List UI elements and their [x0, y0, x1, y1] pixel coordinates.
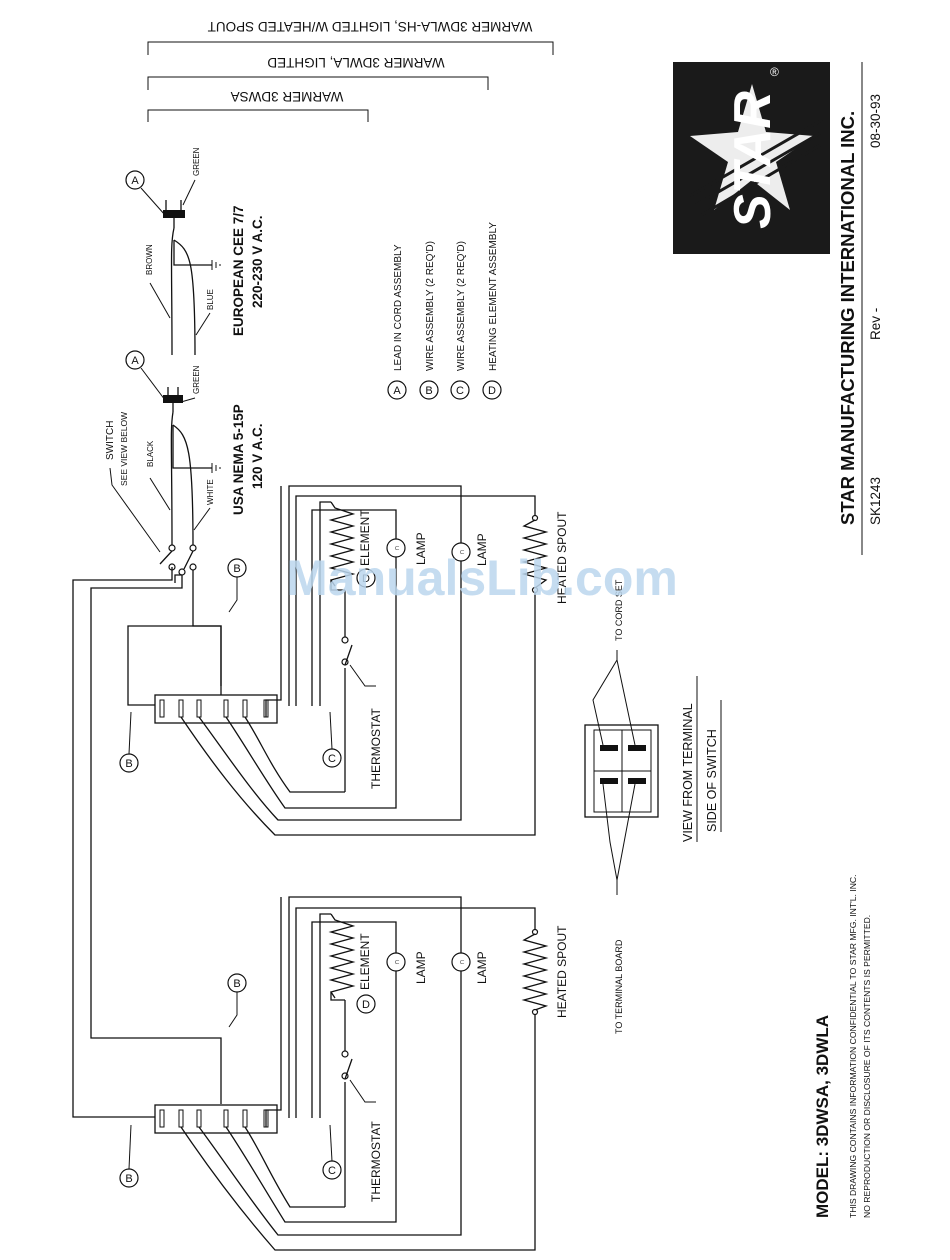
callout-d: D: [362, 999, 370, 1011]
switch-label: SWITCH: [105, 421, 116, 460]
label-element: ELEMENT: [358, 509, 372, 566]
wire-label-white: WHITE: [206, 479, 215, 505]
legend-item-a: A LEAD IN CORD ASSEMBLY: [387, 244, 407, 400]
company-name: STAR MANUFACTURING INTERNATIONAL INC.: [837, 111, 858, 525]
label-lamp: LAMP: [414, 951, 428, 984]
european-cord: A BROWN BLUE GREEN EUROPEAN CEE 7/7 220-…: [125, 147, 265, 356]
wire-label-brown: BROWN: [145, 244, 154, 275]
callout-b: B: [125, 758, 132, 770]
terminal-block-upper: [154, 694, 278, 724]
model-headers: WARMER 3DWLA-HS, LIGHTED W/HEATED SPOUT …: [147, 19, 554, 122]
revision: Rev -: [868, 308, 883, 340]
legend-text: WIRE ASSEMBLY (2 REQ'D): [456, 241, 467, 371]
label-lamp: LAMP: [414, 532, 428, 565]
side-of-switch: SIDE OF SWITCH: [705, 729, 719, 832]
model-title: MODEL: 3DWSA, 3DWLA: [813, 1015, 832, 1218]
usa-voltage: 120 V A.C.: [250, 423, 265, 489]
wire-label-black: BLACK: [146, 440, 155, 467]
star-logo: STAR ®: [673, 62, 830, 254]
legend-text: WIRE ASSEMBLY (2 REQ'D): [425, 241, 436, 371]
euro-title: EUROPEAN CEE 7/7: [231, 205, 246, 336]
label-element: ELEMENT: [358, 933, 372, 990]
legend-item-b: B WIRE ASSEMBLY (2 REQ'D): [419, 241, 439, 400]
svg-text:∩: ∩: [392, 545, 401, 551]
watermark: ManualsLib.com: [286, 550, 678, 606]
legend-letter: A: [393, 385, 401, 397]
wire-label-green: GREEN: [192, 147, 201, 176]
wire-label-green: GREEN: [192, 365, 201, 394]
legend-item-c: C WIRE ASSEMBLY (2 REQ'D): [450, 241, 470, 400]
label-thermostat: THERMOSTAT: [369, 707, 383, 789]
legend-text: LEAD IN CORD ASSEMBLY: [393, 244, 404, 371]
header-3dwsa: WARMER 3DWSA: [231, 89, 344, 104]
confidential-line-1: THIS DRAWING CONTAINS INFORMATION CONFID…: [848, 875, 858, 1219]
star-icon: [690, 84, 814, 210]
header-lighted-heated-spout: WARMER 3DWLA-HS, LIGHTED W/HEATED SPOUT: [208, 19, 533, 34]
label-lamp: LAMP: [475, 951, 489, 984]
logo-text: STAR: [724, 91, 782, 229]
svg-text:∩: ∩: [457, 959, 466, 965]
legend: A LEAD IN CORD ASSEMBLY B WIRE ASSEMBLY …: [387, 222, 502, 400]
confidential-line-2: NO REPRODUCTION OR DISCLOSURE OF ITS CON…: [862, 915, 872, 1218]
wire-label-blue: BLUE: [206, 289, 215, 310]
label-heated-spout: HEATED SPOUT: [555, 925, 569, 1018]
legend-text: HEATING ELEMENT ASSEMBLY: [488, 222, 499, 371]
svg-text:∩: ∩: [392, 959, 401, 965]
header-lighted: WARMER 3DWLA, LIGHTED: [267, 55, 445, 70]
callout-c: C: [328, 1165, 336, 1177]
switch-see-view: SEE VIEW BELOW: [119, 412, 129, 486]
label-lamp: LAMP: [475, 533, 489, 566]
lower-circuit: B B D ELEMENT ∩ LAMP ∩ LAMP: [119, 896, 569, 1251]
model-block: MODEL: 3DWSA, 3DWLA THIS DRAWING CONTAIN…: [813, 875, 872, 1219]
drawing-number: SK1243: [868, 477, 883, 525]
main-switch: [72, 544, 222, 1118]
terminal-block-lower: [154, 1104, 278, 1134]
drawing-date: 08-30-93: [868, 94, 883, 148]
euro-voltage: 220-230 V A.C.: [250, 215, 265, 308]
to-cord-set: TO CORD SET: [614, 579, 624, 641]
callout-a: A: [131, 175, 139, 187]
label-thermostat: THERMOSTAT: [369, 1120, 383, 1202]
legend-item-d: D HEATING ELEMENT ASSEMBLY: [482, 222, 502, 400]
callout-b: B: [233, 978, 240, 990]
callout-c: C: [328, 753, 336, 765]
upper-circuit: B B D ELEMENT ∩ LAMP: [119, 485, 569, 836]
callout-d: D: [362, 573, 370, 585]
legend-letter: D: [488, 385, 496, 397]
company-title-block: STAR MANUFACTURING INTERNATIONAL INC. SK…: [837, 62, 883, 555]
legend-letter: C: [456, 385, 464, 397]
label-heated-spout: HEATED SPOUT: [555, 511, 569, 604]
svg-text:∩: ∩: [457, 549, 466, 555]
registered-mark: ®: [770, 65, 779, 79]
switch-terminal-view: TO CORD SET TO TERMINAL BOARD VIEW FROM …: [584, 579, 722, 1034]
view-from-terminal: VIEW FROM TERMINAL: [681, 703, 695, 842]
callout-b: B: [233, 563, 240, 575]
callout-a: A: [131, 355, 139, 367]
usa-title: USA NEMA 5-15P: [231, 404, 246, 515]
callout-b: B: [125, 1173, 132, 1185]
usa-cord: A BLACK WHITE GREEN SWITCH SEE VIEW BELO…: [105, 350, 265, 553]
legend-letter: B: [425, 385, 432, 397]
to-terminal-board: TO TERMINAL BOARD: [614, 939, 624, 1034]
